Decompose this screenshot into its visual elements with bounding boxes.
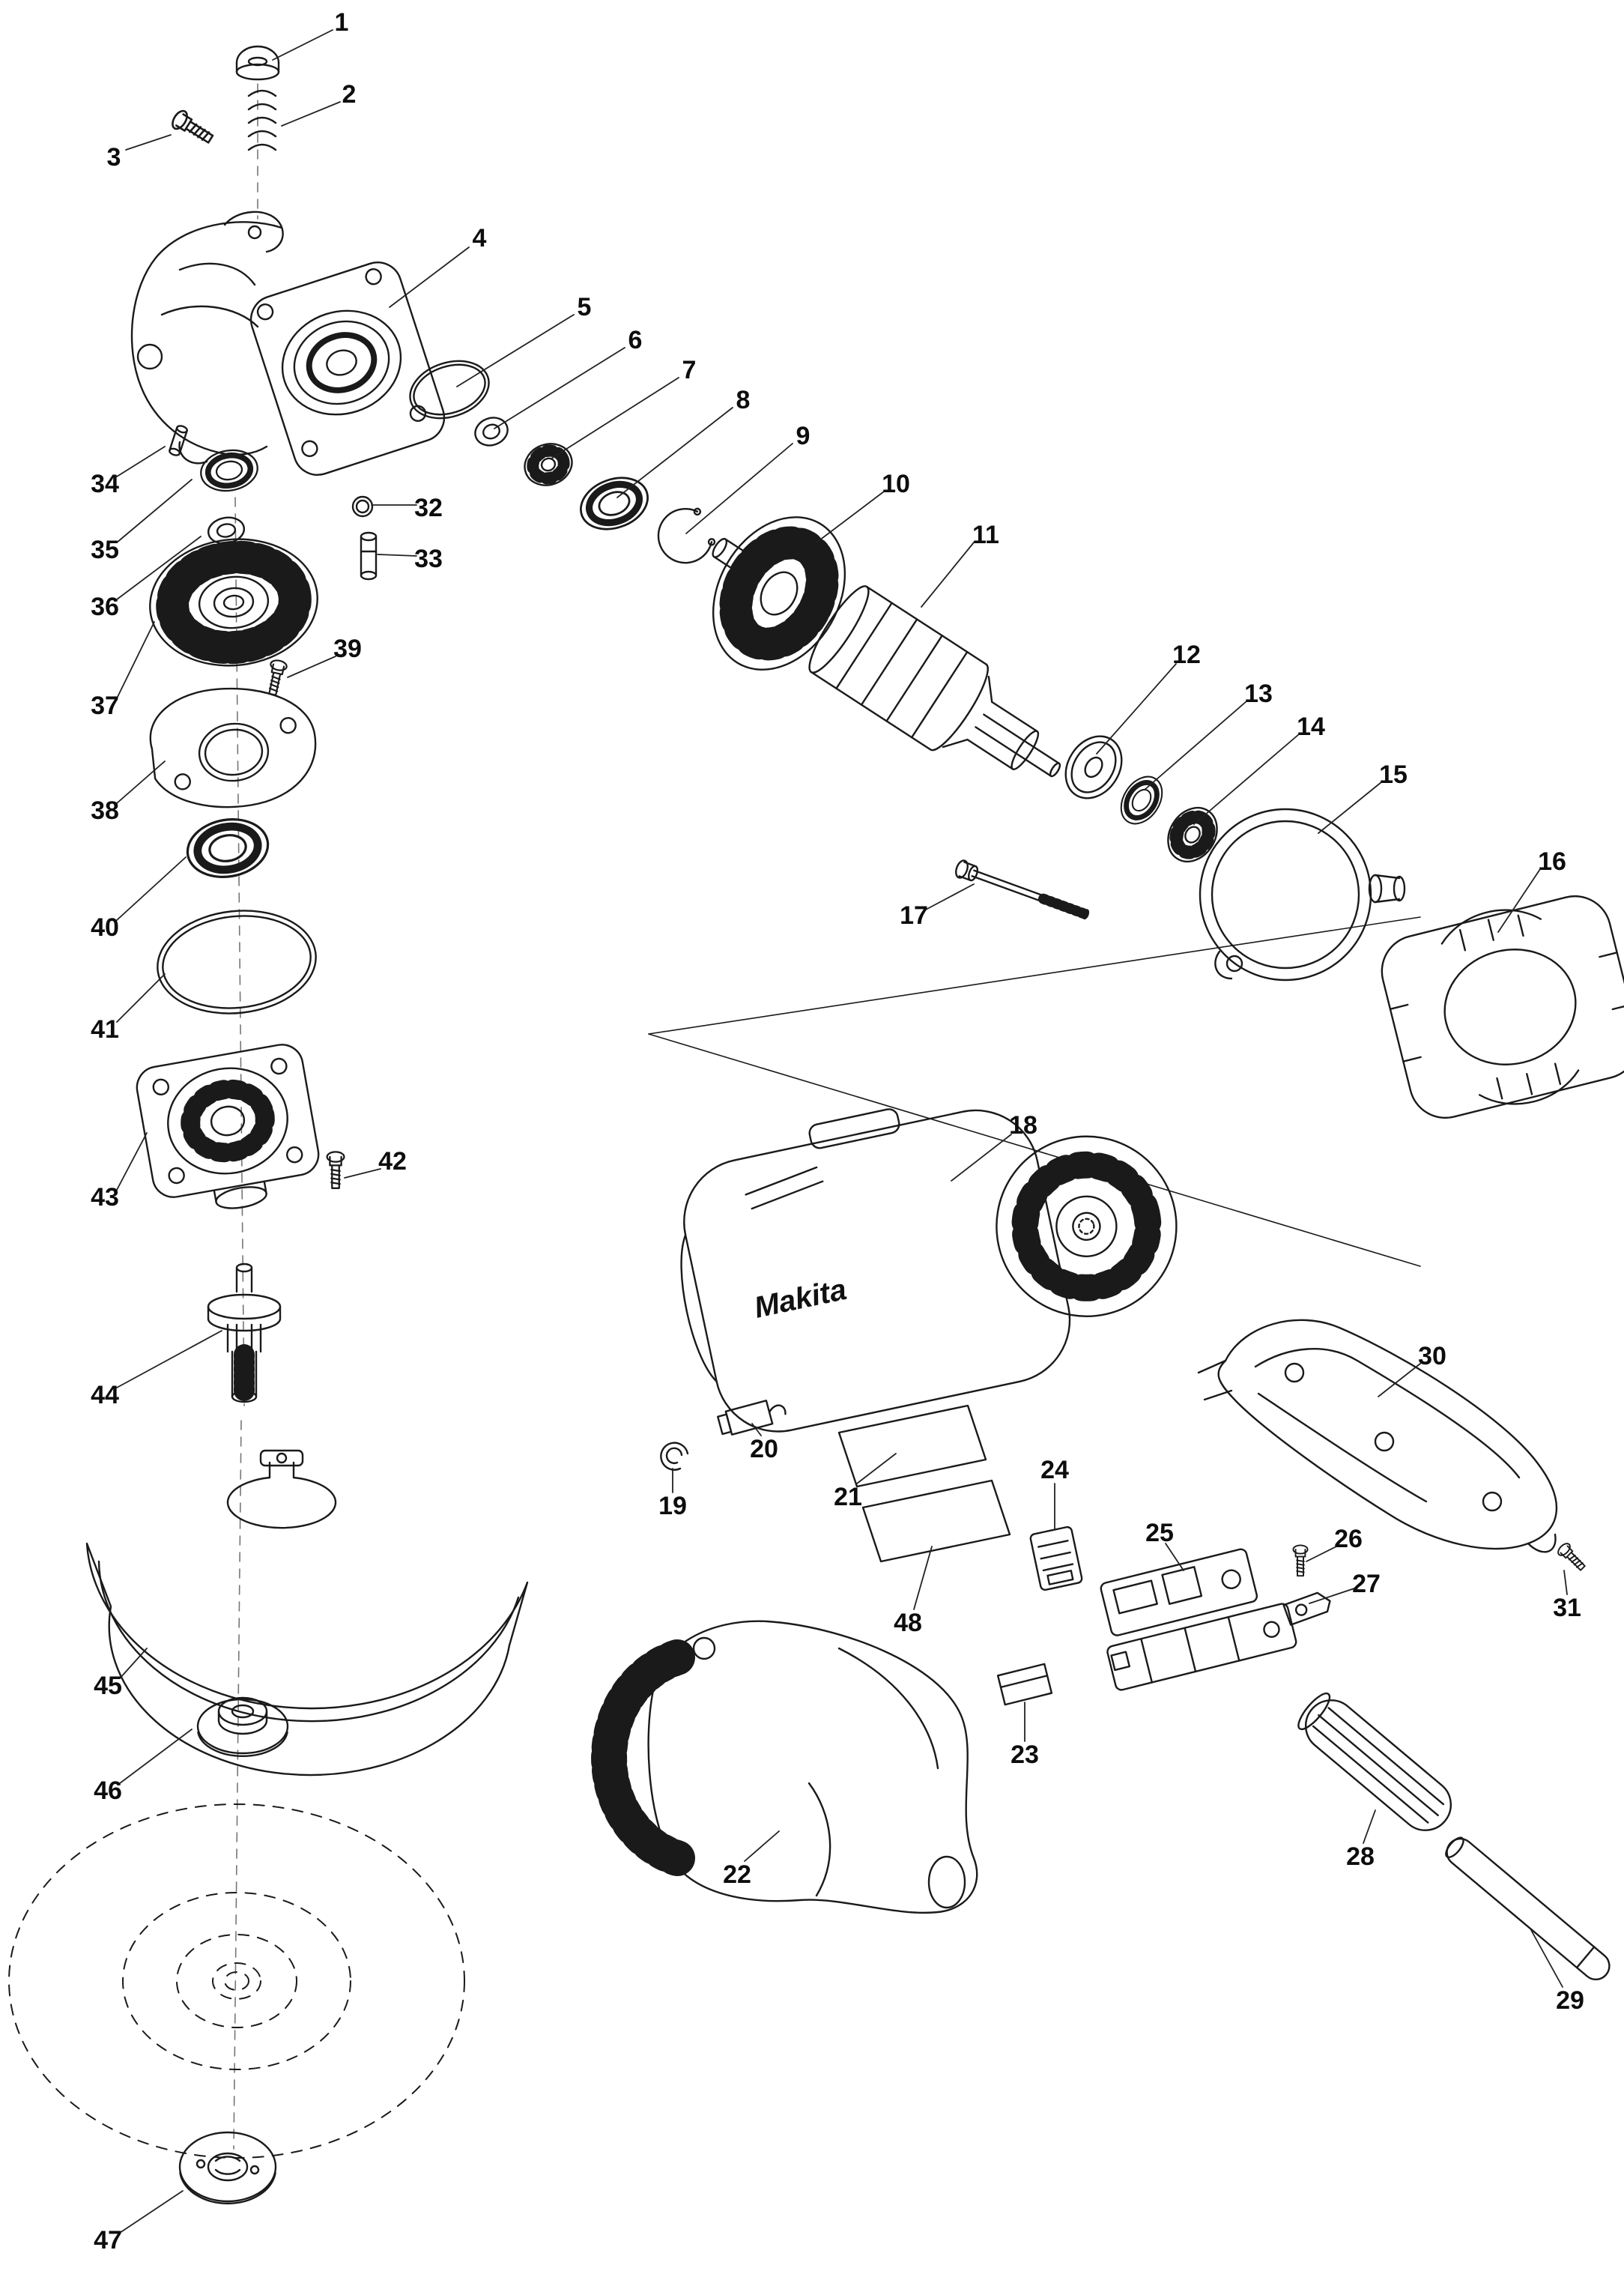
part-label-44: 44 — [91, 1381, 119, 1409]
part-46-inner-flange — [196, 1696, 289, 1758]
part-1-cap — [235, 45, 280, 81]
part-37-bevel-gear — [149, 538, 318, 667]
part-39-screw — [264, 658, 288, 698]
part-label-41: 41 — [91, 1015, 119, 1044]
part-44-spindle — [207, 1262, 282, 1404]
part-43-bearing-box — [136, 1044, 320, 1209]
part-label-10: 10 — [882, 470, 910, 498]
part-label-42: 42 — [378, 1147, 407, 1176]
part-38-retainer-plate — [149, 687, 317, 808]
part-9-retaining-ring — [657, 507, 716, 564]
part-label-20: 20 — [750, 1435, 778, 1463]
part-label-30: 30 — [1418, 1342, 1446, 1370]
part-label-45: 45 — [94, 1672, 122, 1700]
part-label-3: 3 — [107, 143, 121, 172]
part-label-25: 25 — [1145, 1519, 1174, 1547]
part-label-8: 8 — [736, 386, 751, 414]
part-label-46: 46 — [94, 1776, 122, 1805]
part-label-24: 24 — [1040, 1456, 1069, 1484]
part-label-29: 29 — [1556, 1986, 1584, 2015]
part-label-19: 19 — [658, 1492, 687, 1520]
part-5-o-ring — [409, 360, 490, 420]
part-10-fan — [712, 516, 846, 671]
part-31-screw — [1555, 1540, 1589, 1574]
part-label-33: 33 — [414, 545, 443, 573]
part-22-rear-cover — [591, 1620, 978, 1914]
part-34-pin — [169, 425, 188, 456]
part-21-label-plate — [837, 1404, 987, 1488]
part-48-caution-label — [861, 1479, 1011, 1563]
part-label-5: 5 — [578, 293, 592, 321]
part-label-1: 1 — [335, 8, 349, 37]
part-47-lock-nut — [178, 2131, 277, 2205]
part-7-pinion-gear — [524, 443, 573, 486]
part-label-21: 21 — [834, 1483, 862, 1511]
part-number-labels: 1 2 3 4 5 6 7 8 9 10 11 12 13 14 15 16 1… — [91, 8, 1584, 2255]
part-label-23: 23 — [1011, 1741, 1039, 1769]
part-29-handle-bar — [1445, 1836, 1611, 1981]
leader-lines — [116, 29, 1568, 2234]
part-label-35: 35 — [91, 536, 119, 564]
part-12-washer — [1064, 735, 1123, 799]
part-label-36: 36 — [91, 593, 119, 621]
part-14-bearing-retainer — [1167, 806, 1218, 863]
part-33-pin — [360, 531, 378, 581]
center-axis-lines — [233, 83, 258, 2150]
part-label-39: 39 — [333, 635, 362, 663]
part-label-38: 38 — [91, 796, 119, 825]
part-label-9: 9 — [796, 422, 811, 450]
part-label-7: 7 — [682, 356, 697, 384]
part-25-switch — [1100, 1548, 1297, 1691]
part-label-37: 37 — [91, 692, 119, 720]
part-24-switch-block — [1029, 1525, 1083, 1591]
part-label-28: 28 — [1346, 1842, 1375, 1871]
part-label-15: 15 — [1379, 760, 1408, 789]
part-label-43: 43 — [91, 1183, 119, 1212]
part-40-ball-bearing — [183, 813, 272, 883]
part-17-bolt — [955, 859, 1091, 920]
part-30-handle-housing — [1197, 1319, 1558, 1553]
part-20-carbon-brush — [717, 1400, 787, 1436]
part-label-31: 31 — [1553, 1594, 1581, 1622]
part-41-o-ring — [157, 910, 317, 1014]
part-3-screw — [169, 107, 217, 149]
part-23-box — [996, 1663, 1053, 1706]
part-label-18: 18 — [1009, 1111, 1037, 1140]
part-label-22: 22 — [723, 1860, 751, 1889]
part-label-17: 17 — [900, 901, 928, 930]
part-label-4: 4 — [473, 224, 487, 252]
brand-logo: Makita — [751, 1273, 849, 1325]
part-label-48: 48 — [894, 1609, 922, 1637]
part-label-26: 26 — [1334, 1525, 1363, 1553]
part-4-gear-housing — [130, 211, 446, 476]
part-2-spring — [247, 89, 277, 151]
part-label-11: 11 — [972, 521, 999, 549]
part-label-6: 6 — [628, 326, 643, 354]
part-42-screw — [326, 1151, 345, 1189]
part-15-baffle-plate — [1199, 808, 1406, 982]
part-45-wheel-guard — [85, 1449, 529, 1776]
part-19-brush-spring — [660, 1442, 689, 1471]
part-28-handle-grip — [1297, 1692, 1452, 1831]
part-label-32: 32 — [414, 494, 443, 522]
part-8-ball-bearing — [574, 469, 655, 538]
part-label-40: 40 — [91, 913, 119, 942]
part-16-field-stator — [1381, 895, 1624, 1119]
part-label-12: 12 — [1172, 641, 1201, 669]
part-label-47: 47 — [94, 2226, 122, 2255]
part-6-nut — [474, 417, 509, 447]
part-label-13: 13 — [1244, 680, 1273, 708]
part-27-plate — [1282, 1591, 1331, 1626]
part-label-34: 34 — [91, 470, 119, 498]
part-label-2: 2 — [342, 80, 357, 109]
part-32-o-ring — [351, 495, 374, 518]
part-label-14: 14 — [1297, 713, 1325, 741]
part-26-screw — [1292, 1544, 1309, 1577]
part-13-ball-bearing — [1113, 769, 1171, 832]
part-label-16: 16 — [1538, 847, 1566, 876]
part-label-27: 27 — [1352, 1570, 1381, 1598]
part-11-armature — [712, 537, 1061, 778]
part-18-motor-housing: Makita — [680, 1108, 1178, 1433]
